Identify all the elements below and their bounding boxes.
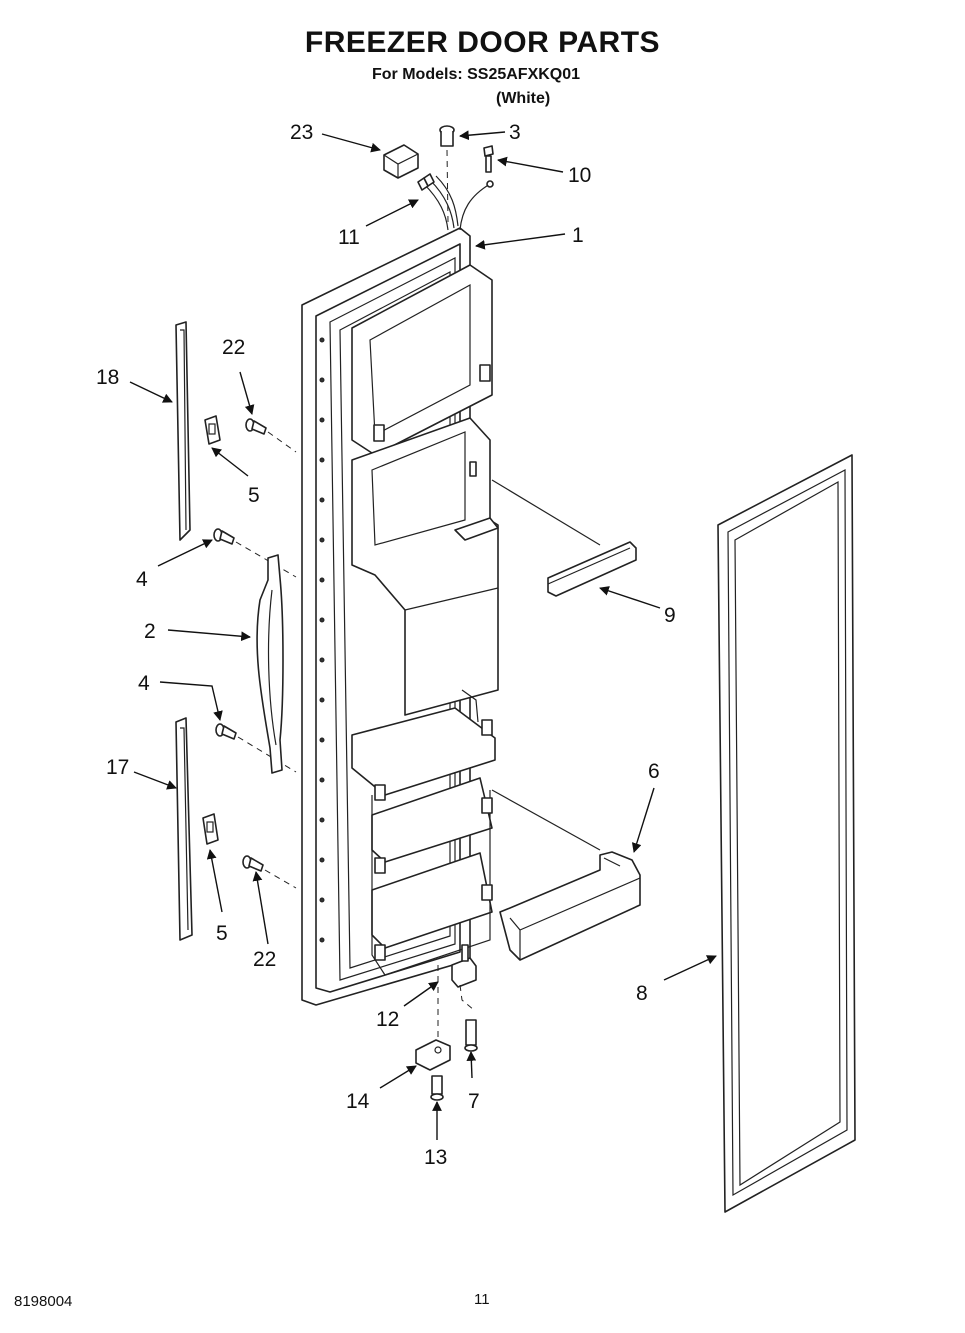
dispenser-housing: [351, 417, 499, 716]
callout-leaders: [129, 130, 717, 1140]
door-gasket[interactable]: [717, 454, 856, 1213]
callout-1: 1: [572, 224, 584, 247]
callout-3: 3: [509, 121, 521, 144]
trim-clip-upper[interactable]: [204, 415, 221, 445]
door-bin[interactable]: [499, 851, 641, 961]
callout-22-lower: 22: [253, 948, 276, 971]
door-lower-bins: [351, 689, 496, 976]
callout-11: 11: [338, 226, 360, 249]
callout-18: 18: [96, 366, 119, 389]
wire-harness[interactable]: [417, 173, 494, 231]
page-title: FREEZER DOOR PARTS: [304, 26, 661, 59]
callout-6: 6: [648, 760, 660, 783]
color-variant: (White): [496, 90, 551, 107]
callout-13: 13: [424, 1146, 447, 1169]
handle-screw-lower[interactable]: [215, 723, 237, 740]
callout-7: 7: [468, 1090, 480, 1113]
bracket-screw[interactable]: [430, 1075, 444, 1101]
model-number: For Models: SS25AFXKQ01: [372, 66, 581, 83]
hinge-bracket[interactable]: [415, 1039, 451, 1071]
document-number: 8198004: [14, 1293, 73, 1310]
handle-screw-upper[interactable]: [213, 528, 235, 545]
callout-4-lower: 4: [138, 672, 150, 695]
callout-10: 10: [568, 164, 591, 187]
callout-5-upper: 5: [248, 484, 260, 507]
callout-17: 17: [106, 756, 129, 779]
callout-4-upper: 4: [136, 568, 148, 591]
trim-clip-lower[interactable]: [202, 813, 219, 845]
door-upper-bin: [351, 264, 493, 456]
callout-12: 12: [376, 1008, 399, 1031]
screw-22-upper[interactable]: [245, 418, 267, 435]
callout-2: 2: [144, 620, 156, 643]
trim-strip-lower[interactable]: [175, 717, 193, 941]
callout-5-lower: 5: [216, 922, 228, 945]
screw-22-lower[interactable]: [242, 855, 264, 872]
callout-23: 23: [290, 121, 313, 144]
trim-strip-upper[interactable]: [175, 321, 191, 541]
page-number: 11: [474, 1291, 490, 1308]
harness-screw[interactable]: [483, 145, 494, 173]
hinge-screw[interactable]: [464, 1019, 478, 1052]
hinge-cap[interactable]: [439, 125, 455, 147]
bottom-hinge-pin[interactable]: [451, 944, 477, 988]
wire-connector[interactable]: [383, 144, 419, 179]
callout-14: 14: [346, 1090, 370, 1113]
callout-9: 9: [664, 604, 676, 627]
dispenser-trim[interactable]: [547, 541, 637, 597]
callout-22-upper: 22: [222, 336, 245, 359]
door-edge-rivets: [319, 337, 325, 943]
door-handle[interactable]: [256, 554, 284, 774]
callout-8: 8: [636, 982, 648, 1005]
